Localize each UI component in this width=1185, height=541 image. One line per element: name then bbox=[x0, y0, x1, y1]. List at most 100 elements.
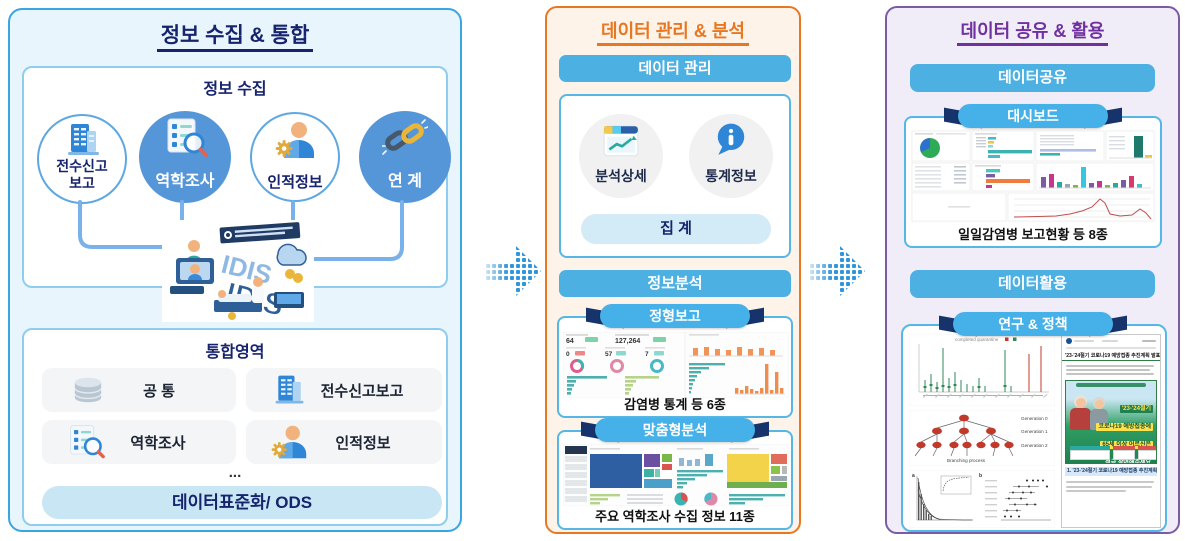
dashboard-ribbon-label: 대시보드 bbox=[958, 104, 1108, 128]
press-release-body bbox=[1062, 476, 1160, 498]
analysis-detail-label: 분석상세 bbox=[595, 168, 647, 184]
tree-caption: Branching process bbox=[947, 458, 986, 463]
statistics-figure: a b bbox=[909, 470, 1055, 528]
dashboard-screenshot-box: 일일감염병 보고현황 등 8종 bbox=[904, 116, 1162, 248]
tree-label-gen2: Generation 2 bbox=[1021, 443, 1048, 448]
data-management-box: 분석상세 통계정보 집 계 bbox=[559, 94, 791, 258]
panel-data-management-analysis: 데이터 관리 & 분석 데이터 관리 분석상세 bbox=[545, 6, 801, 534]
campaign-line: 적극 참여해주세요 bbox=[1103, 458, 1153, 463]
collect-header: 정보 수집 bbox=[203, 81, 267, 98]
gear-icon bbox=[275, 140, 293, 157]
report-screenshot-box: 64 127,264 0 57 7 bbox=[557, 316, 793, 418]
report-building-icon bbox=[275, 375, 304, 404]
integration-card-label: 공 통 bbox=[143, 382, 175, 400]
custom-analysis-ribbon: 맞춤형분석 bbox=[581, 418, 769, 443]
research-policy-ribbon-label: 연구 & 정책 bbox=[953, 312, 1113, 336]
person-gear-icon bbox=[275, 122, 314, 158]
collect-item-label: 연 계 bbox=[388, 173, 422, 190]
collect-item-label: 역학조사 bbox=[155, 173, 215, 190]
flow-arrow-right-icon bbox=[486, 244, 541, 298]
collect-item-survey: 역학조사 bbox=[139, 111, 231, 203]
report-caption: 감염병 통계 등 6종 bbox=[624, 397, 726, 412]
integration-box: 통합영역 공 통 bbox=[22, 328, 448, 526]
person-gear-icon bbox=[271, 425, 307, 459]
campaign-line: 65세 이상 어르신은 bbox=[1100, 440, 1153, 449]
report-ribbon-label: 정형보고 bbox=[600, 304, 750, 328]
idis-illustration-art: IDIS IDIS bbox=[170, 222, 307, 323]
integration-card-survey: 역학조사 bbox=[42, 420, 236, 464]
data-share-header-bar: 데이터공유 bbox=[910, 64, 1155, 92]
analysis-detail-item: 분석상세 bbox=[579, 114, 663, 198]
svg-text:0: 0 bbox=[566, 351, 570, 358]
campaign-line: '23-'24절기 bbox=[1119, 404, 1153, 413]
stats-info-item: 통계정보 bbox=[689, 114, 773, 198]
svg-text:a: a bbox=[912, 473, 915, 479]
svg-text:b: b bbox=[979, 473, 982, 479]
stats-info-label: 통계정보 bbox=[705, 168, 757, 184]
campaign-line: 코로나19 예방접종에 bbox=[1096, 422, 1153, 431]
share-dashboard-thumbnail bbox=[910, 129, 1156, 223]
agency-logo-icon bbox=[1066, 338, 1072, 344]
data-use-header-bar: 데이터활용 bbox=[910, 270, 1155, 298]
svg-text:127,264: 127,264 bbox=[615, 338, 640, 345]
press-release-footer-heading: 1. '23-'24절기 코로나19 예방접종 추진계획 발표 bbox=[1065, 466, 1157, 476]
figure-legend: completed quarantine bbox=[955, 337, 999, 342]
panel-title-collection: 정보 수집 & 통합 bbox=[10, 19, 460, 52]
report-dashboard-thumbnail: 64 127,264 0 57 7 bbox=[563, 332, 789, 398]
integration-header: 통합영역 bbox=[205, 344, 265, 361]
press-release-bullets bbox=[1062, 361, 1160, 379]
policy-press-release: '23-'24절기 코로나19 예방접종 추진계획 발표 bbox=[1061, 334, 1161, 528]
panel-title-management: 데이터 관리 & 분석 bbox=[547, 17, 799, 46]
dashboard-ribbon: 대시보드 bbox=[944, 104, 1122, 129]
chain-link-icon bbox=[382, 119, 428, 155]
press-release-title: '23-'24절기 코로나19 예방접종 추진계획 발표 bbox=[1062, 351, 1160, 361]
integration-card-label: 역학조사 bbox=[130, 434, 186, 452]
panel-collection-integration: 정보 수집 & 통합 정보 수집 전수신고 보고 bbox=[8, 8, 462, 532]
integration-card-report: 전수신고보고 bbox=[246, 368, 442, 412]
data-standardization-pill: 데이터표준화/ ODS bbox=[42, 486, 442, 519]
integration-card-label: 인적정보 bbox=[335, 434, 391, 452]
integration-ellipsis: ... bbox=[228, 464, 242, 481]
quarantine-errorbar-figure: completed quarantine bbox=[909, 334, 1055, 406]
info-bubble-icon bbox=[717, 123, 745, 155]
data-management-header-bar: 데이터 관리 bbox=[559, 55, 791, 82]
integration-card-label: 전수신고보고 bbox=[320, 382, 404, 400]
collect-item-person: 인적정보 bbox=[250, 112, 340, 202]
dashboard-caption: 일일감염병 보고현황 등 8종 bbox=[958, 227, 1108, 242]
branching-process-figure: Generation 0 Generation 1 Generation 2 B… bbox=[909, 410, 1055, 466]
tree-label-gen0: Generation 0 bbox=[1021, 416, 1048, 421]
flow-arrow-right-icon bbox=[810, 244, 865, 298]
custom-screenshot-box: 주요 역학조사 수집 정보 11종 bbox=[557, 430, 793, 530]
press-release-header bbox=[1062, 335, 1160, 345]
research-policy-ribbon: 연구 & 정책 bbox=[939, 312, 1127, 337]
collect-item-link: 연 계 bbox=[359, 111, 451, 203]
campaign-poster: '23-'24절기 코로나19 예방접종에 65세 이상 어르신은 적극 참여해… bbox=[1065, 379, 1157, 464]
info-analysis-header-bar: 정보분석 bbox=[559, 270, 791, 297]
research-box: completed quarantine bbox=[901, 324, 1167, 532]
analysis-chart-icon bbox=[603, 125, 639, 157]
report-building-icon bbox=[68, 124, 99, 155]
svg-text:57: 57 bbox=[605, 351, 613, 358]
report-ribbon: 정형보고 bbox=[586, 304, 764, 329]
tree-label-gen1: Generation 1 bbox=[1021, 429, 1048, 434]
integration-card-person: 인적정보 bbox=[246, 420, 442, 464]
collect-item-label: 인적정보 bbox=[267, 174, 323, 191]
checklist-magnifier-icon bbox=[70, 425, 105, 459]
poster-mini-tables bbox=[1070, 445, 1156, 460]
svg-text:64: 64 bbox=[566, 338, 574, 345]
database-icon bbox=[74, 377, 102, 403]
checklist-magnifier-icon bbox=[167, 118, 208, 157]
integration-card-common: 공 통 bbox=[42, 368, 236, 412]
custom-dashboard-thumbnail bbox=[563, 444, 789, 506]
svg-text:7: 7 bbox=[645, 351, 649, 358]
panel-data-share-use: 데이터 공유 & 활용 데이터공유 대시보드 bbox=[885, 6, 1180, 534]
aggregation-pill: 집 계 bbox=[581, 214, 771, 244]
custom-caption: 주요 역학조사 수집 정보 11종 bbox=[595, 509, 755, 524]
campaign-text: '23-'24절기 코로나19 예방접종에 65세 이상 어르신은 적극 참여해… bbox=[1096, 397, 1153, 463]
collect-item-label: 전수신고 보고 bbox=[56, 158, 108, 191]
panel-title-share: 데이터 공유 & 활용 bbox=[887, 17, 1178, 46]
idis-illustration: IDIS IDIS bbox=[162, 220, 314, 323]
collect-item-report: 전수신고 보고 bbox=[37, 114, 127, 204]
custom-analysis-ribbon-label: 맞춤형분석 bbox=[595, 418, 755, 442]
